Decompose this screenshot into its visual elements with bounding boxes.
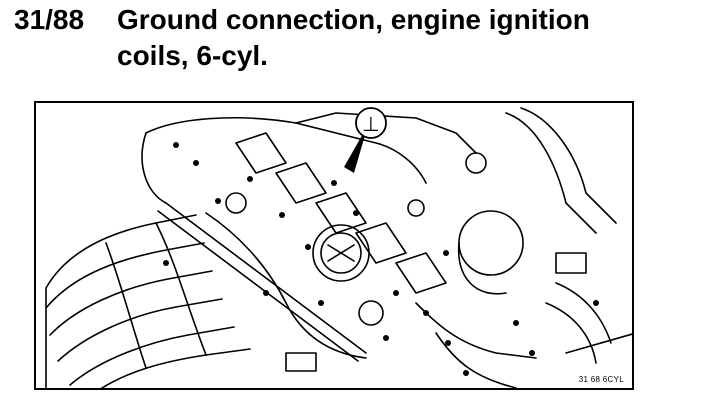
figure-reference-code: 31 68 6CYL [578,375,624,384]
engine-line-drawing: ⊥ [45,107,632,388]
ground-callout-symbol: ⊥ [362,112,379,136]
engine-illustration: ⊥ 31 68 6CYL [34,101,634,390]
section-code: 31/88 [14,4,85,35]
page-title: Ground connection, engine ignition coils… [117,4,590,71]
page-header: 31/88 Ground connection, engine ignition… [14,2,694,82]
